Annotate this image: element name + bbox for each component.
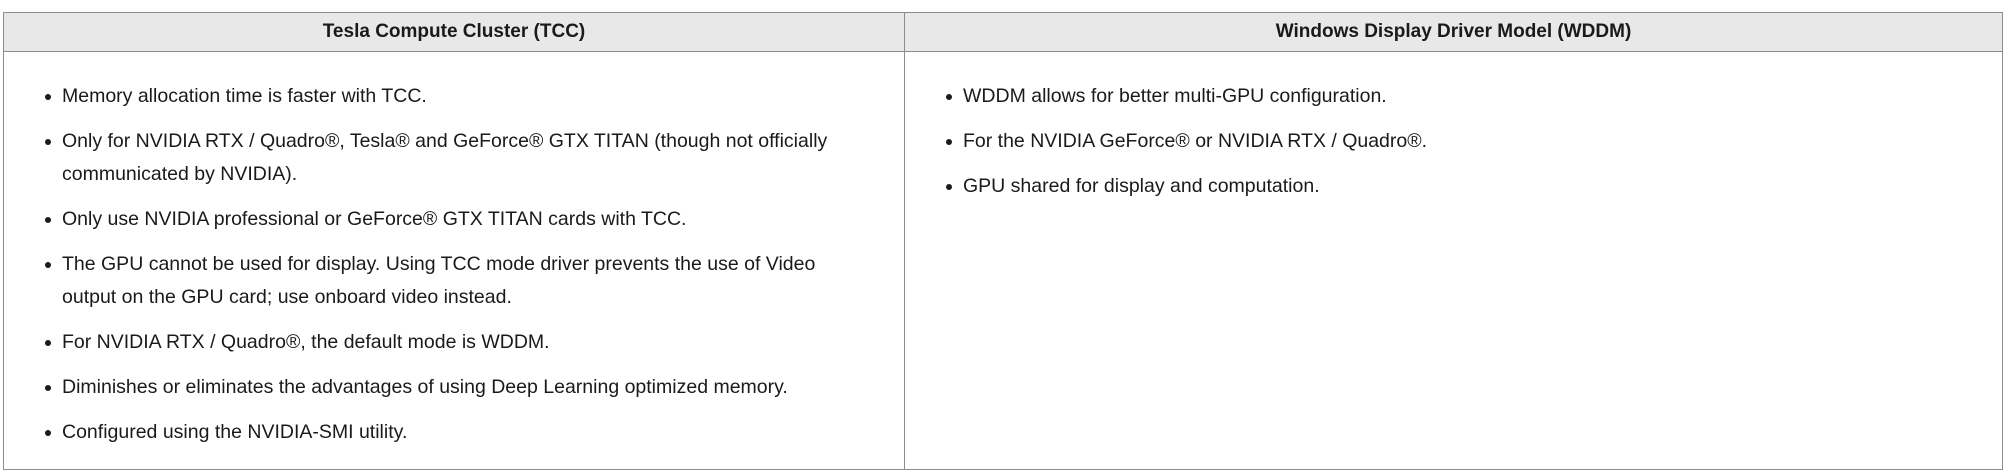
list-item: For NVIDIA RTX / Quadro®, the default mo… — [45, 326, 890, 359]
list-item: WDDM allows for better multi-GPU configu… — [946, 80, 1988, 113]
header-wddm: Windows Display Driver Model (WDDM) — [904, 12, 2003, 52]
list-item: Only for NVIDIA RTX / Quadro®, Tesla® an… — [45, 125, 890, 191]
tcc-list: Memory allocation time is faster with TC… — [4, 52, 904, 449]
list-item: The GPU cannot be used for display. Usin… — [45, 248, 890, 314]
list-item: Diminishes or eliminates the advantages … — [45, 371, 890, 404]
list-item: Only use NVIDIA professional or GeForce®… — [45, 203, 890, 236]
tcc-wddm-comparison-table: Tesla Compute Cluster (TCC) Windows Disp… — [3, 12, 2003, 470]
list-item: For the NVIDIA GeForce® or NVIDIA RTX / … — [946, 125, 1988, 158]
list-item: Memory allocation time is faster with TC… — [45, 80, 890, 113]
list-item: Configured using the NVIDIA-SMI utility. — [45, 416, 890, 449]
table-body-row: Memory allocation time is faster with TC… — [3, 51, 2003, 470]
comparison-table-wrapper: Tesla Compute Cluster (TCC) Windows Disp… — [3, 12, 2003, 470]
list-item: GPU shared for display and computation. — [946, 170, 1988, 203]
wddm-list: WDDM allows for better multi-GPU configu… — [905, 52, 2002, 203]
tcc-cell: Memory allocation time is faster with TC… — [3, 51, 905, 470]
table-header-row: Tesla Compute Cluster (TCC) Windows Disp… — [3, 12, 2003, 52]
header-tcc: Tesla Compute Cluster (TCC) — [3, 12, 905, 52]
wddm-cell: WDDM allows for better multi-GPU configu… — [904, 51, 2003, 470]
